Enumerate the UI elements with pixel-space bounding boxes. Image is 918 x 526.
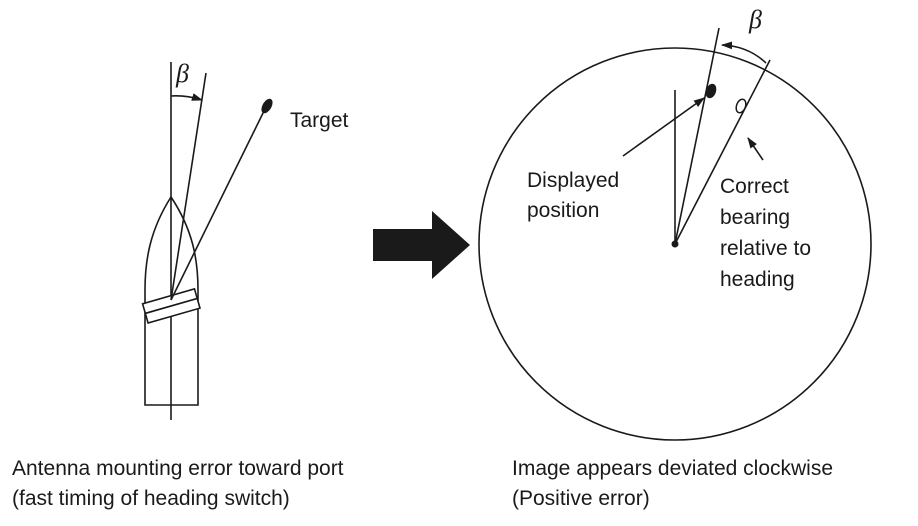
- left-panel: [141, 62, 267, 420]
- displayed-pointer-arrow: [622, 97, 705, 157]
- correct-bearing-line: [674, 59, 771, 245]
- displayed-bearing-line: [674, 27, 720, 245]
- correct-label-line1: Correct: [720, 175, 789, 198]
- correct-label-line2: bearing: [720, 206, 790, 229]
- right-panel: [478, 27, 872, 441]
- radar-center-dot: [671, 240, 679, 248]
- left-caption-line1: Antenna mounting error toward port: [12, 457, 344, 480]
- ship-hull: [144, 195, 199, 406]
- beta-label-right: β: [748, 5, 762, 34]
- displayed-label-line2: position: [527, 199, 599, 222]
- antenna-error-line: [170, 72, 207, 301]
- target-label: Target: [290, 109, 349, 132]
- right-caption-line2: (Positive error): [512, 487, 650, 510]
- correct-target-icon: [735, 98, 747, 114]
- correct-label-line4: heading: [720, 268, 795, 291]
- displayed-target-icon: [705, 83, 717, 99]
- antenna-icon: [141, 287, 201, 325]
- displayed-position-label: Displayed position: [527, 169, 619, 222]
- right-caption-line1: Image appears deviated clockwise: [512, 457, 833, 480]
- radar-scope: [478, 47, 872, 441]
- target-icon: [261, 98, 273, 114]
- left-caption-line2: (fast timing of heading switch): [12, 487, 290, 510]
- correct-pointer-arrow: [747, 137, 764, 161]
- beta-arc-left: [170, 93, 204, 101]
- transition-arrow-icon: [373, 211, 470, 279]
- beta-arc-right: [720, 41, 767, 64]
- beta-label-left: β: [175, 59, 189, 88]
- displayed-label-line1: Displayed: [527, 169, 619, 192]
- target-bearing-line: [170, 106, 267, 301]
- correct-label-line3: relative to: [720, 237, 811, 260]
- correct-bearing-label: Correct bearing relative to heading: [720, 175, 811, 291]
